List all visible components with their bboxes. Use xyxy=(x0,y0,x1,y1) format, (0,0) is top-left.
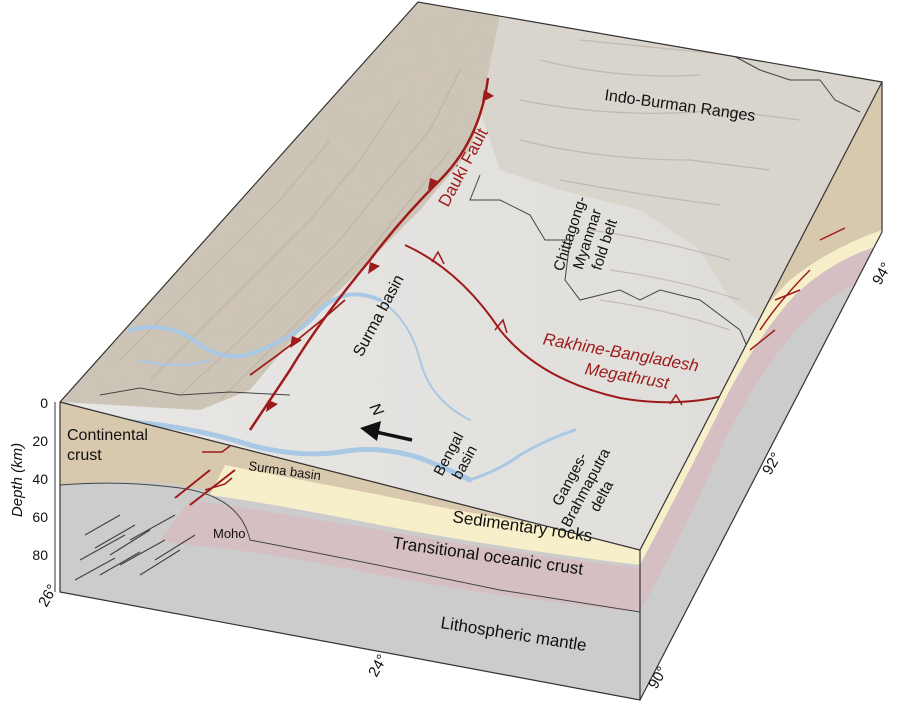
side-faults xyxy=(749,227,846,351)
indo-burman-terrain xyxy=(480,16,882,320)
dauki-fault-line xyxy=(248,77,490,431)
lon-94-label: 94° xyxy=(869,260,895,288)
transitional-crust-layer xyxy=(160,500,640,612)
national-border xyxy=(469,174,756,401)
fracture-lines xyxy=(74,514,196,581)
moho-label: Moho xyxy=(213,526,246,541)
depth-tick-0: 0 xyxy=(40,395,48,411)
border-west xyxy=(99,387,291,396)
lat-26-label: 26° xyxy=(35,582,61,610)
continental-crust-label-1: Continental xyxy=(67,427,148,444)
depth-tick-80: 80 xyxy=(32,547,48,563)
sedimentary-layer xyxy=(210,465,640,565)
megathrust-teeth xyxy=(431,250,683,406)
lat-24-label: 24° xyxy=(365,652,391,680)
depth-axis: 0 20 40 60 80 Depth (km) xyxy=(9,395,56,592)
continental-crust-label-2: crust xyxy=(67,447,102,464)
megathrust-line xyxy=(404,244,751,404)
depth-tick-60: 60 xyxy=(32,509,48,525)
depth-axis-title: Depth (km) xyxy=(9,443,26,517)
depth-tick-40: 40 xyxy=(32,471,48,487)
moho-line xyxy=(60,482,640,613)
border-north xyxy=(731,54,861,113)
block-outline xyxy=(59,1,883,701)
dauki-fault-teeth xyxy=(266,90,494,412)
depth-tick-20: 20 xyxy=(32,433,48,449)
